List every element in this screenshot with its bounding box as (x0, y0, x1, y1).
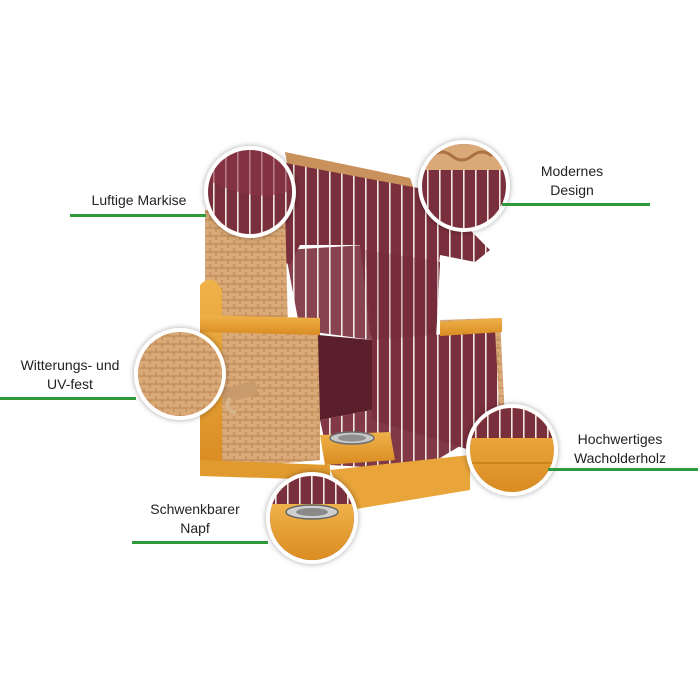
napf-detail-circle (266, 472, 358, 564)
markise-detail-circle (204, 146, 296, 238)
holz-detail-circle (466, 404, 558, 496)
markise-line (70, 214, 206, 217)
design-line (502, 203, 650, 206)
label-schwenkbarer-napf: Schwenkbarer Napf (150, 501, 240, 536)
label-witterungs-uv-fest: Witterungs- und UV-fest (20, 357, 120, 392)
label-luftige-markise: Luftige Markise (91, 192, 187, 208)
label-modernes-design: Modernes Design (540, 163, 604, 198)
design-detail-circle (418, 140, 510, 232)
napf-line (132, 541, 268, 544)
label-hochwertiges-wacholderholz: Hochwertiges Wacholderholz (573, 431, 667, 466)
holz-line (548, 468, 698, 471)
witterung-detail-circle (134, 328, 226, 420)
witterung-line (0, 397, 136, 400)
